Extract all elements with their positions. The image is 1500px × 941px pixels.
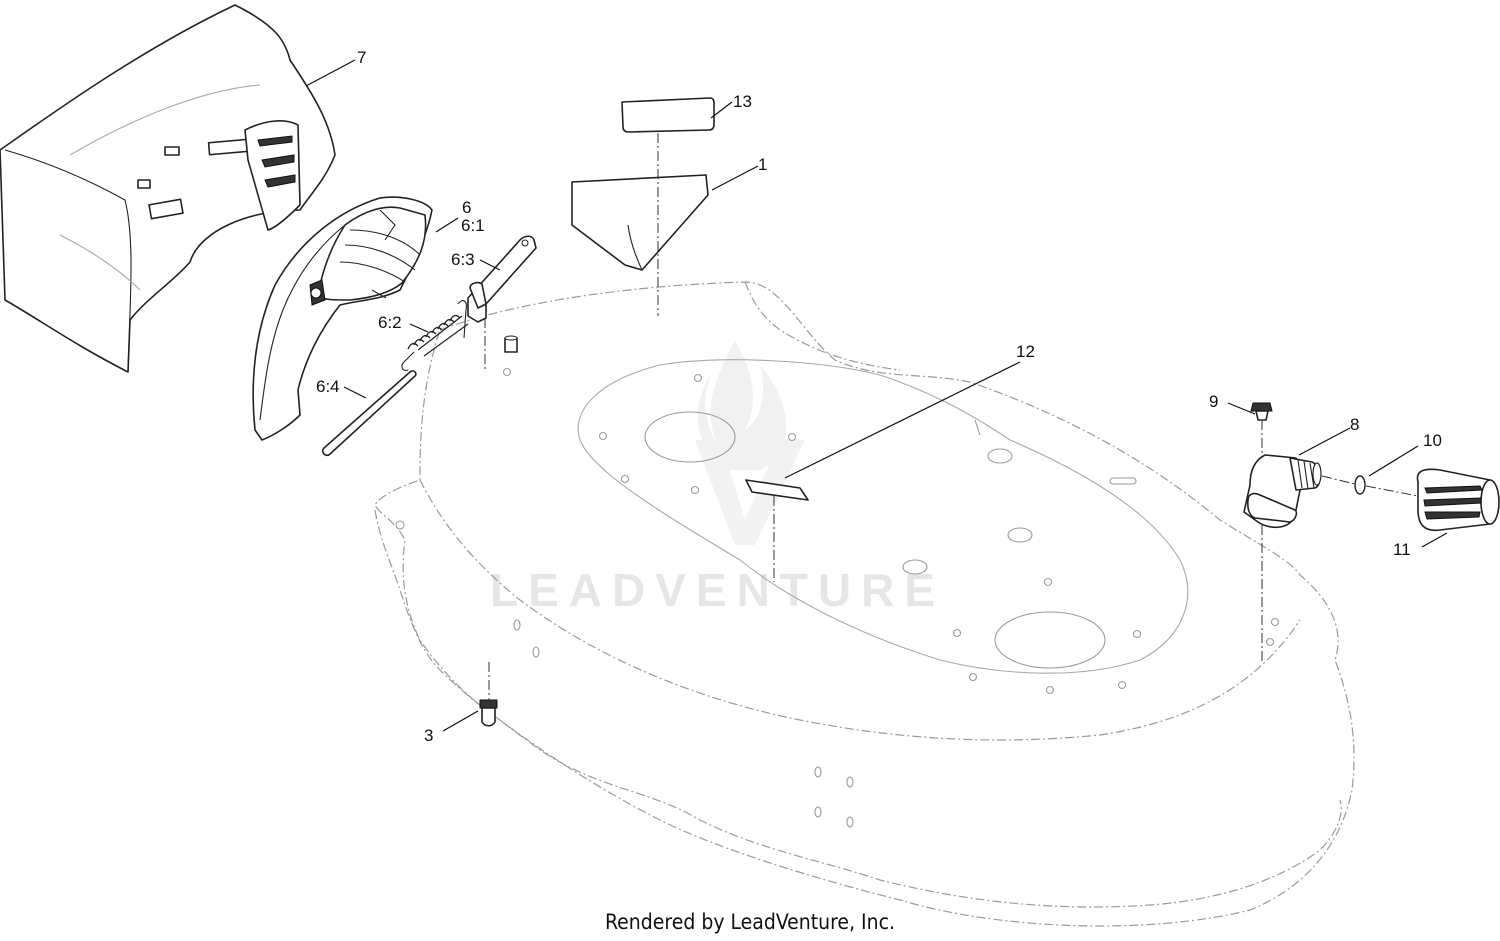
- part-6-3-bracket[interactable]: [467, 235, 537, 323]
- part-9-screw[interactable]: [1250, 402, 1273, 421]
- part-13-decal[interactable]: [621, 97, 715, 133]
- callout-12: 12: [1016, 342, 1035, 361]
- deck-pin: [504, 335, 518, 353]
- part-6-2-spring[interactable]: [401, 300, 469, 371]
- flame-logo-icon: [695, 340, 805, 545]
- callout-3: 3: [424, 726, 433, 745]
- footer-credit: Rendered by LeadVenture, Inc.: [605, 910, 895, 934]
- watermark-text: LEADVENTURE: [490, 564, 945, 616]
- part-6-deflector-assembly[interactable]: [252, 196, 433, 441]
- callout-6-4: 6:4: [316, 377, 340, 396]
- part-10-o-ring[interactable]: [1354, 475, 1366, 495]
- callout-10: 10: [1423, 431, 1442, 450]
- callout-6-2: 6:2: [378, 313, 402, 332]
- assembly-centerlines: [484, 133, 1419, 700]
- leadventure-watermark: LEADVENTURE: [490, 340, 945, 616]
- mower-deck: [374, 281, 1355, 927]
- callout-9: 9: [1209, 392, 1218, 411]
- part-7-deflector[interactable]: [0, 4, 336, 373]
- part-1-decal[interactable]: [571, 174, 709, 271]
- callout-7: 7: [357, 48, 366, 67]
- part-12-decal[interactable]: [745, 479, 809, 501]
- callout-11: 11: [1393, 540, 1411, 559]
- callout-leaders: [305, 59, 1448, 732]
- callout-6: 6: [462, 198, 471, 217]
- part-6-4-rod[interactable]: [321, 370, 417, 457]
- callout-6-3: 6:3: [451, 250, 475, 269]
- part-3-bolt[interactable]: [479, 699, 498, 727]
- callout-1: 1: [758, 155, 767, 174]
- callout-13: 13: [733, 92, 752, 111]
- callout-8: 8: [1350, 415, 1359, 434]
- part-11-cap[interactable]: [1416, 468, 1500, 532]
- callout-labels: 13 1 7 6 6:1 6:3 6:2 6:4 12 9 8 10 11 3: [316, 48, 1442, 745]
- callout-6-1: 6:1: [461, 216, 485, 235]
- part-8-elbow-fitting[interactable]: [1243, 454, 1322, 529]
